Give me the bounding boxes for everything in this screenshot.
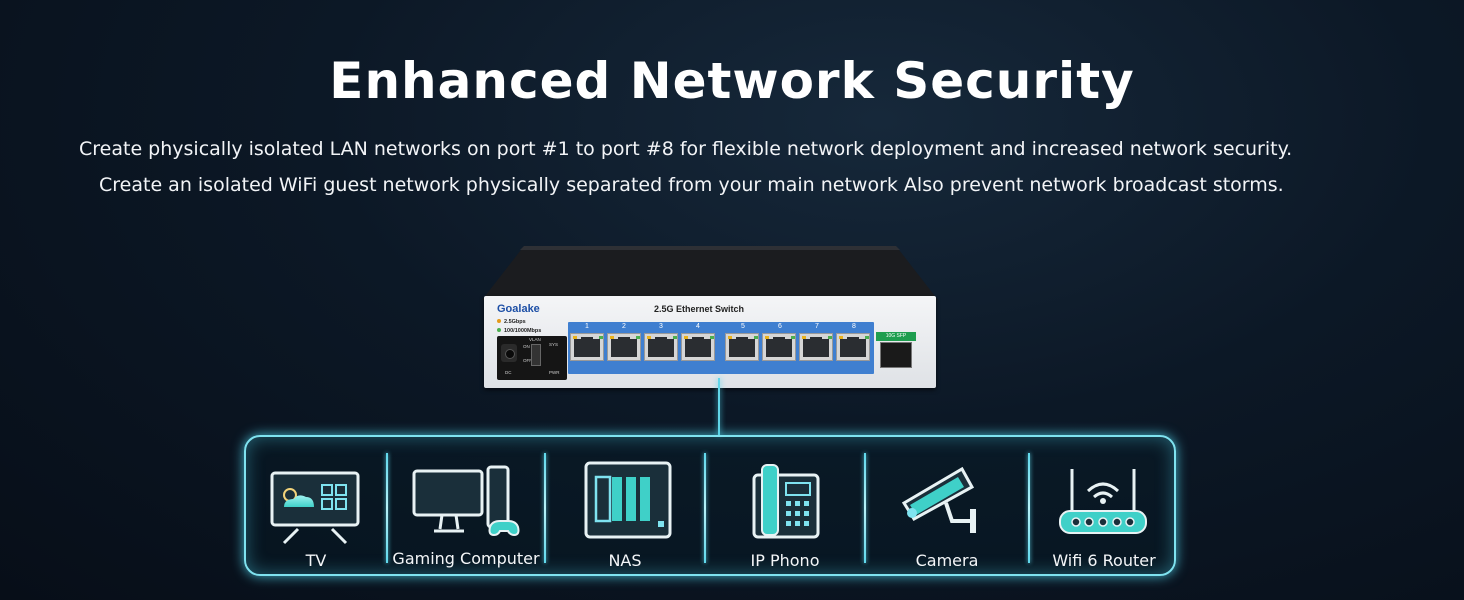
on-label: ON	[523, 344, 530, 349]
ethernet-port[interactable]	[607, 333, 641, 361]
sfp-cage	[880, 342, 912, 368]
switch-brand: Goalake	[497, 303, 540, 315]
sfp-port[interactable]: 10G SFP	[876, 332, 916, 376]
device-label: Camera	[915, 551, 979, 570]
dc-label: DC	[505, 370, 512, 375]
port-number: 8	[852, 323, 856, 330]
device-label: IP Phono	[750, 551, 820, 570]
switch-front-panel: Goalake 2.5G Ethernet Switch 2.5Gbps 100…	[484, 296, 936, 388]
device-gaming-computer: Gaming Computer	[388, 437, 544, 578]
port-number: 3	[659, 323, 663, 330]
divider	[864, 453, 866, 563]
ethernet-port[interactable]	[725, 333, 759, 361]
gaming-computer-icon	[412, 465, 520, 537]
port-number: 7	[815, 323, 819, 330]
off-label: OFF	[523, 358, 532, 363]
device-label: TV	[305, 551, 327, 570]
ethernet-switch: Goalake 2.5G Ethernet Switch 2.5Gbps 100…	[480, 244, 940, 396]
port-number: 1	[585, 323, 589, 330]
device-tv: TV	[246, 437, 386, 578]
control-block: DC ON OFF VLAN SYS PWR	[497, 336, 567, 380]
ethernet-port[interactable]	[836, 333, 870, 361]
ethernet-port[interactable]	[644, 333, 678, 361]
ip-phone-icon	[752, 464, 820, 539]
vlan-dip-switch[interactable]	[531, 344, 541, 366]
pwr-label: PWR	[549, 370, 560, 375]
nas-icon	[584, 461, 672, 539]
connected-devices-panel: TV Gaming Computer NAS	[244, 435, 1176, 576]
device-label: Wifi 6 Router	[1052, 551, 1156, 570]
device-ip-phone: IP Phono	[706, 437, 864, 578]
ethernet-port[interactable]	[681, 333, 715, 361]
sfp-label: 10G SFP	[876, 332, 916, 341]
ethernet-port[interactable]	[799, 333, 833, 361]
sys-label: SYS	[549, 342, 559, 347]
device-label: NAS	[608, 551, 642, 570]
device-wifi-router: Wifi 6 Router	[1030, 437, 1178, 578]
tv-icon	[270, 471, 360, 545]
connection-line	[718, 378, 720, 436]
switch-model: 2.5G Ethernet Switch	[654, 304, 745, 314]
device-label: Gaming Computer	[392, 549, 540, 568]
dc-power-jack	[501, 344, 517, 362]
device-camera: Camera	[866, 437, 1028, 578]
divider	[1028, 453, 1030, 563]
vlan-label: VLAN	[529, 337, 541, 342]
page-title: Enhanced Network Security	[329, 52, 1135, 110]
port-number: 2	[622, 323, 626, 330]
device-nas: NAS	[546, 437, 704, 578]
ethernet-port[interactable]	[762, 333, 796, 361]
speed-legend-2-5g: 2.5Gbps	[497, 319, 526, 325]
speed-legend-1g: 100/1000Mbps	[497, 328, 541, 334]
ethernet-port[interactable]	[570, 333, 604, 361]
port-number: 6	[778, 323, 782, 330]
wifi-router-icon	[1059, 469, 1147, 534]
port-number: 4	[696, 323, 700, 330]
description-line-1: Create physically isolated LAN networks …	[79, 138, 1293, 160]
divider	[544, 453, 546, 563]
ethernet-port-panel: 1 2 3 4 5 6 7 8	[568, 322, 874, 374]
divider	[386, 453, 388, 563]
description-line-2: Create an isolated WiFi guest network ph…	[99, 174, 1284, 196]
switch-top-case	[482, 246, 938, 300]
security-camera-icon	[901, 466, 976, 533]
port-number: 5	[741, 323, 745, 330]
divider	[704, 453, 706, 563]
